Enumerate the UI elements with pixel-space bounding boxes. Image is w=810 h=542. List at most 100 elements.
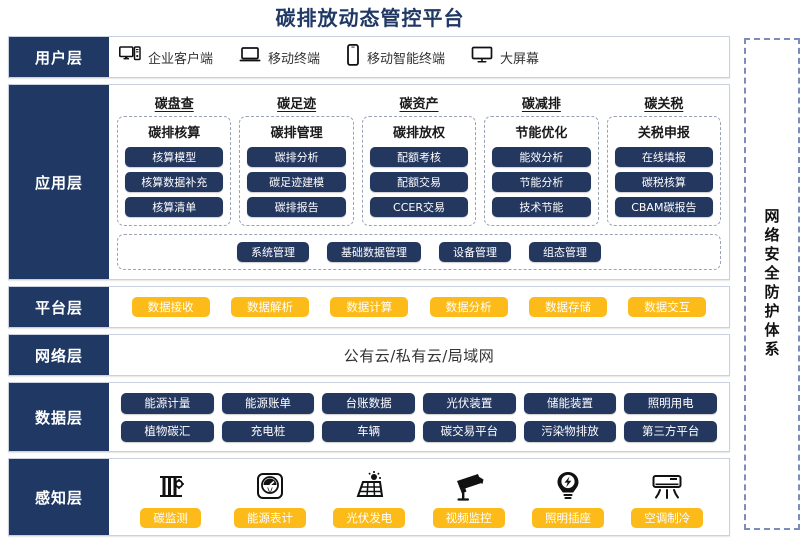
user-item-smart-mobile-terminal[interactable]: 移动智能终端 bbox=[346, 43, 445, 70]
app-group-carbon-inventory: 碳盘查 碳排核算 核算模型 核算数据补充 核算清单 bbox=[117, 91, 232, 226]
data-layer-label: 数据层 bbox=[9, 383, 109, 451]
app-group-carbon-footprint: 碳足迹 碳排管理 碳排分析 碳足迹建模 碳排报告 bbox=[239, 91, 354, 226]
perception-label-pill[interactable]: 空调制冷 bbox=[631, 508, 704, 528]
app-group-carbon-tariff: 碳关税 关税申报 在线填报 碳税核算 CBAM碳报告 bbox=[606, 91, 722, 226]
platform-pill[interactable]: 数据分析 bbox=[429, 297, 508, 317]
air-conditioner-icon bbox=[650, 466, 684, 502]
page-title: 碳排放动态管控平台 bbox=[275, 6, 465, 30]
perception-item-video-surveillance[interactable]: 视频监控 bbox=[421, 466, 517, 528]
user-item-label: 大屏幕 bbox=[500, 51, 540, 67]
user-item-enterprise-client[interactable]: 企业客户端 bbox=[119, 46, 213, 68]
app-item-pill[interactable]: 碳排分析 bbox=[247, 147, 346, 167]
platform-pill[interactable]: 数据接收 bbox=[131, 297, 210, 317]
user-item-mobile-terminal[interactable]: 移动终端 bbox=[239, 46, 320, 68]
app-item-pill[interactable]: 配额交易 bbox=[369, 172, 469, 192]
management-box: 系统管理 基础数据管理 设备管理 组态管理 bbox=[117, 234, 721, 270]
app-item-pill[interactable]: 配额考核 bbox=[369, 147, 469, 167]
app-item-pill[interactable]: 节能分析 bbox=[492, 172, 591, 192]
app-item-pill[interactable]: 核算数据补充 bbox=[125, 172, 224, 192]
data-layer-line-2: 植物碳汇 充电桩 车辆 碳交易平台 污染物排放 第三方平台 bbox=[121, 420, 718, 442]
app-item-pill[interactable]: CCER交易 bbox=[369, 197, 469, 217]
user-item-label: 移动终端 bbox=[268, 51, 321, 67]
network-layer-text: 公有云/私有云/局域网 bbox=[343, 346, 495, 365]
perception-item-energy-meter[interactable]: V 能源表计 bbox=[222, 466, 318, 528]
meter-gauge-icon: V bbox=[254, 466, 286, 502]
data-pill[interactable]: 第三方平台 bbox=[624, 420, 718, 442]
perception-label-pill[interactable]: 能源表计 bbox=[233, 508, 306, 528]
platform-pill[interactable]: 数据存储 bbox=[528, 297, 607, 317]
desktop-pc-icon bbox=[119, 46, 141, 68]
group-subtitle: 碳排管理 bbox=[270, 126, 323, 141]
cctv-camera-icon bbox=[452, 466, 486, 502]
platform-pill[interactable]: 数据计算 bbox=[330, 297, 409, 317]
data-pill[interactable]: 照明用电 bbox=[624, 392, 718, 414]
data-pill[interactable]: 储能装置 bbox=[523, 392, 617, 414]
solar-panel-icon bbox=[352, 466, 386, 502]
data-pill[interactable]: 污染物排放 bbox=[523, 420, 617, 442]
perception-label-pill[interactable]: 碳监测 bbox=[140, 508, 201, 528]
user-layer-label: 用户层 bbox=[9, 37, 109, 77]
group-title: 碳关税 bbox=[644, 97, 684, 112]
platform-layer-body: 数据接收 数据解析 数据计算 数据分析 数据存储 数据交互 bbox=[109, 287, 729, 327]
app-item-pill[interactable]: CBAM碳报告 bbox=[614, 197, 714, 217]
app-item-pill[interactable]: 核算模型 bbox=[125, 147, 224, 167]
data-pill[interactable]: 光伏装置 bbox=[423, 392, 516, 414]
data-pill[interactable]: 能源账单 bbox=[221, 392, 315, 414]
large-screen-icon bbox=[471, 46, 493, 68]
platform-layer-row: 平台层 数据接收 数据解析 数据计算 数据分析 数据存储 数据交互 bbox=[8, 286, 730, 328]
svg-text:V: V bbox=[267, 487, 273, 496]
data-pill[interactable]: 车辆 bbox=[322, 420, 416, 442]
data-pill[interactable]: 碳交易平台 bbox=[423, 420, 516, 442]
data-layer-row: 数据层 能源计量 能源账单 台账数据 光伏装置 储能装置 照明用电 植物碳汇 充… bbox=[8, 382, 730, 452]
smartphone-icon bbox=[346, 43, 360, 70]
app-group-carbon-asset: 碳资产 碳排放权 配额考核 配额交易 CCER交易 bbox=[361, 91, 477, 226]
data-pill[interactable]: 能源计量 bbox=[121, 392, 214, 414]
app-item-pill[interactable]: 碳税核算 bbox=[614, 172, 714, 192]
perception-item-lighting-socket[interactable]: 照明插座 bbox=[520, 466, 616, 528]
perception-item-carbon-monitoring[interactable]: 碳监测 bbox=[123, 466, 219, 528]
security-band-label: 网络安全防护体系 bbox=[762, 208, 781, 360]
application-layer-label: 应用层 bbox=[9, 85, 109, 279]
user-item-large-screen[interactable]: 大屏幕 bbox=[471, 46, 539, 68]
data-pill[interactable]: 充电桩 bbox=[221, 420, 315, 442]
application-groups: 碳盘查 碳排核算 核算模型 核算数据补充 核算清单 碳足迹 碳排管理 碳排分析 bbox=[117, 91, 722, 226]
platform-pill[interactable]: 数据解析 bbox=[230, 297, 309, 317]
app-item-pill[interactable]: 碳足迹建模 bbox=[247, 172, 346, 192]
application-layer-body: 碳盘查 碳排核算 核算模型 核算数据补充 核算清单 碳足迹 碳排管理 碳排分析 bbox=[109, 85, 729, 279]
group-box: 关税申报 在线填报 碳税核算 CBAM碳报告 bbox=[606, 116, 722, 226]
perception-label-pill[interactable]: 光伏发电 bbox=[333, 508, 406, 528]
app-item-pill[interactable]: 技术节能 bbox=[492, 197, 591, 217]
perception-label-pill[interactable]: 照明插座 bbox=[531, 508, 604, 528]
data-layer-body: 能源计量 能源账单 台账数据 光伏装置 储能装置 照明用电 植物碳汇 充电桩 车… bbox=[109, 383, 729, 451]
platform-pill[interactable]: 数据交互 bbox=[628, 297, 707, 317]
network-layer-body: 公有云/私有云/局域网 bbox=[109, 335, 729, 375]
management-pill-system[interactable]: 系统管理 bbox=[237, 242, 309, 262]
perception-layer-row: 感知层 碳监测 V 能源表计 bbox=[8, 458, 730, 536]
perception-label-pill[interactable]: 视频监控 bbox=[432, 508, 505, 528]
group-title: 碳盘查 bbox=[154, 97, 194, 112]
management-pill-basic-data[interactable]: 基础数据管理 bbox=[327, 242, 421, 262]
group-box: 碳排放权 配额考核 配额交易 CCER交易 bbox=[361, 116, 477, 226]
data-pill[interactable]: 植物碳汇 bbox=[121, 420, 214, 442]
group-subtitle: 关税申报 bbox=[637, 126, 690, 141]
perception-item-air-conditioning[interactable]: 空调制冷 bbox=[619, 466, 715, 528]
perception-item-solar-power[interactable]: 光伏发电 bbox=[321, 466, 417, 528]
user-item-label: 企业客户端 bbox=[148, 51, 214, 67]
data-pill[interactable]: 台账数据 bbox=[322, 392, 416, 414]
user-layer-row: 用户层 企业客户端 移动终端 bbox=[8, 36, 730, 78]
group-subtitle: 节能优化 bbox=[515, 126, 568, 141]
management-pill-device[interactable]: 设备管理 bbox=[439, 242, 511, 262]
platform-layer-label: 平台层 bbox=[9, 287, 109, 327]
app-item-pill[interactable]: 碳排报告 bbox=[247, 197, 346, 217]
security-band: 网络安全防护体系 bbox=[744, 38, 800, 530]
management-pill-configuration[interactable]: 组态管理 bbox=[529, 242, 601, 262]
app-item-pill[interactable]: 在线填报 bbox=[614, 147, 714, 167]
group-box: 节能优化 能效分析 节能分析 技术节能 bbox=[484, 116, 599, 226]
perception-layer-body: 碳监测 V 能源表计 光伏发电 bbox=[109, 459, 729, 535]
group-title: 碳足迹 bbox=[277, 97, 317, 112]
app-item-pill[interactable]: 核算清单 bbox=[125, 197, 224, 217]
network-layer-row: 网络层 公有云/私有云/局域网 bbox=[8, 334, 730, 376]
app-item-pill[interactable]: 能效分析 bbox=[492, 147, 591, 167]
group-title: 碳资产 bbox=[399, 97, 439, 112]
